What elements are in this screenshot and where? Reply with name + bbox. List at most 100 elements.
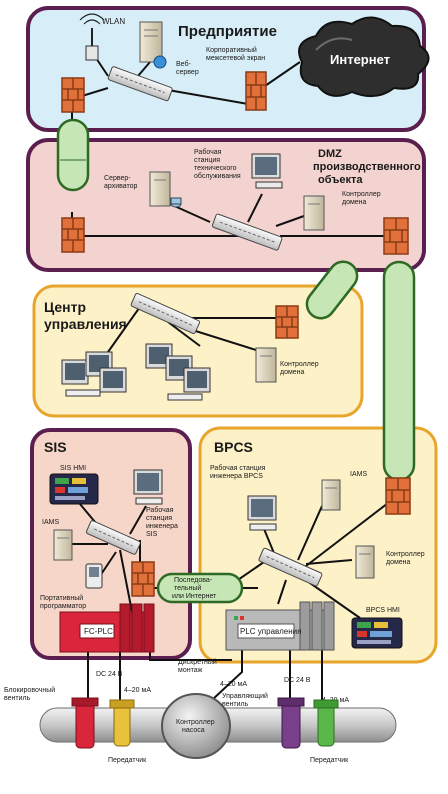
firewall-corporate-icon: [245, 71, 267, 111]
bpcs-engineering-workstation-icon: [247, 495, 277, 531]
dmz-title-line2: производственного: [313, 161, 421, 173]
maintenance-label-line1: Рабочая: [194, 148, 222, 156]
maintenance-workstation-icon: [251, 153, 283, 189]
sis-eng-label-line3: инженера: [146, 523, 178, 530]
portable-label-line2: программатор: [40, 603, 86, 610]
sis-title: SIS: [44, 439, 67, 455]
sis-eng-label-line2: станция: [146, 515, 172, 522]
tunnel-dmz-bpcs: [382, 260, 416, 482]
archive-label-line1: Сервер-: [104, 175, 131, 182]
internet-cloud-icon: [298, 16, 430, 98]
pump-controller-icon: [161, 693, 231, 759]
block-valve-label-line1: Блокировочный: [4, 686, 55, 694]
bpcs-iams-label: IAMS: [350, 471, 367, 478]
firewall-sis-icon: [131, 561, 155, 597]
serial-label-line1: Последова-: [174, 577, 213, 584]
dmz-title-line1: DMZ: [318, 148, 342, 160]
enterprise-title: Предприятие: [178, 23, 277, 40]
control-valve-label-line2: вентиль: [222, 701, 249, 708]
bpcs-hmi-label: BPCS HMI: [366, 607, 400, 614]
sis-hmi-label: SIS HMI: [60, 465, 86, 472]
sis-iams-label: IAMS: [42, 519, 59, 526]
ma-left-label: 4–20 мА: [124, 687, 151, 694]
bpcs-eng-label-line1: Рабочая станция: [210, 464, 266, 472]
dc24-left-label: DC 24 В: [96, 671, 123, 678]
sis-switch-icon: [85, 520, 141, 555]
corp-firewall-label-line2: межсетевой экран: [206, 54, 265, 62]
control-dc-label-line1: Контроллер: [280, 361, 319, 368]
bpcs-switch-icon: [258, 547, 323, 587]
operator-station-left-icon: [61, 351, 127, 397]
discrete-label-line1: Дискретный: [178, 658, 217, 666]
control-center-title-line1: Центр: [44, 299, 86, 315]
maintenance-label-line3: технического: [194, 165, 237, 172]
discrete-label-line2: монтаж: [178, 667, 203, 674]
tunnel-dmz-control: [305, 260, 359, 320]
web-server-icon: [139, 21, 167, 69]
sis-iams-server-icon: [53, 529, 73, 561]
transmitter-right-icon: [313, 699, 339, 747]
web-server-label-line2: сервер: [176, 69, 199, 76]
bpcs-dc-label-line2: домена: [386, 559, 411, 566]
fc-plc-label: FC-PLC: [84, 627, 113, 636]
transmitter-right-label: Передатчик: [310, 757, 349, 764]
control-switch-icon: [130, 293, 201, 334]
wlan-label: WLAN: [102, 17, 125, 26]
archive-label-line2: архиватор: [104, 183, 138, 190]
bpcs-domain-controller-icon: [355, 545, 375, 579]
sis-eng-label-line1: Рабочая: [146, 506, 174, 514]
control-valve-icon: [277, 697, 305, 749]
bpcs-dc-label-line1: Контроллер: [386, 551, 425, 558]
dmz-dc-label-line1: Контроллер: [342, 191, 381, 198]
zone-bpcs: [198, 426, 438, 664]
dmz-title-line3: объекта: [318, 174, 363, 186]
enterprise-switch-icon: [107, 66, 173, 102]
portable-label-line1: Портативный: [40, 594, 83, 602]
control-center-title-line2: управления: [44, 316, 127, 332]
fc-plc-rack-icon: [59, 603, 155, 653]
plc-control-label: PLC управления: [240, 627, 301, 636]
control-domain-controller-icon: [255, 347, 277, 383]
tunnel-serial: [156, 572, 244, 604]
sis-eng-label-line4: SIS: [146, 531, 158, 538]
firewall-dmz-left-icon: [61, 217, 85, 253]
firewall-icons: [61, 71, 411, 597]
archive-server-icon: [149, 171, 182, 208]
sis-engineering-workstation-icon: [133, 469, 163, 505]
transmitter-left-icon: [109, 699, 135, 747]
bpcs-iams-server-icon: [321, 479, 341, 511]
tunnel-enterprise-dmz: [56, 118, 90, 192]
corp-firewall-label-line1: Корпоративный: [206, 46, 257, 54]
maintenance-label-line2: станция: [194, 157, 220, 164]
firewall-bpcs-icon: [385, 477, 411, 515]
bpcs-eng-label-line2: инженера BPCS: [210, 473, 263, 480]
portable-programmer-icon: [85, 563, 103, 589]
dmz-dc-label-line2: домена: [342, 199, 367, 206]
dmz-switch-icon: [211, 213, 283, 251]
dc24-right-label: DC 24 В: [284, 677, 311, 684]
pump-label-line1: Контроллер: [176, 719, 215, 726]
ma-mid-label: 4–20 мА: [220, 681, 247, 688]
control-dc-label-line2: домена: [280, 369, 305, 376]
wlan-antenna-icon: [79, 13, 105, 61]
serial-label-line3: или Интернет: [172, 593, 217, 600]
bpcs-hmi-icon: [351, 617, 403, 649]
block-valve-icon: [71, 697, 99, 749]
maintenance-label-line4: обслуживания: [194, 172, 241, 180]
serial-label-line2: тельный: [174, 584, 201, 592]
plc-control-rack-icon: [225, 601, 335, 651]
zone-dmz: [26, 138, 426, 272]
web-server-label-line1: Веб-: [176, 60, 191, 68]
dmz-domain-controller-icon: [303, 195, 325, 231]
sis-hmi-icon: [49, 473, 99, 505]
block-valve-label-line2: вентиль: [4, 695, 31, 702]
pump-label-line2: насоса: [182, 727, 205, 734]
firewall-control-icon: [275, 305, 299, 339]
control-valve-label-line1: Управляющий: [222, 692, 268, 700]
operator-station-right-icon: [145, 343, 211, 401]
bpcs-title: BPCS: [214, 439, 253, 455]
internet-label: Интернет: [330, 52, 390, 67]
transmitter-left-label: Передатчик: [108, 757, 147, 764]
firewall-enterprise-left-icon: [61, 77, 85, 113]
